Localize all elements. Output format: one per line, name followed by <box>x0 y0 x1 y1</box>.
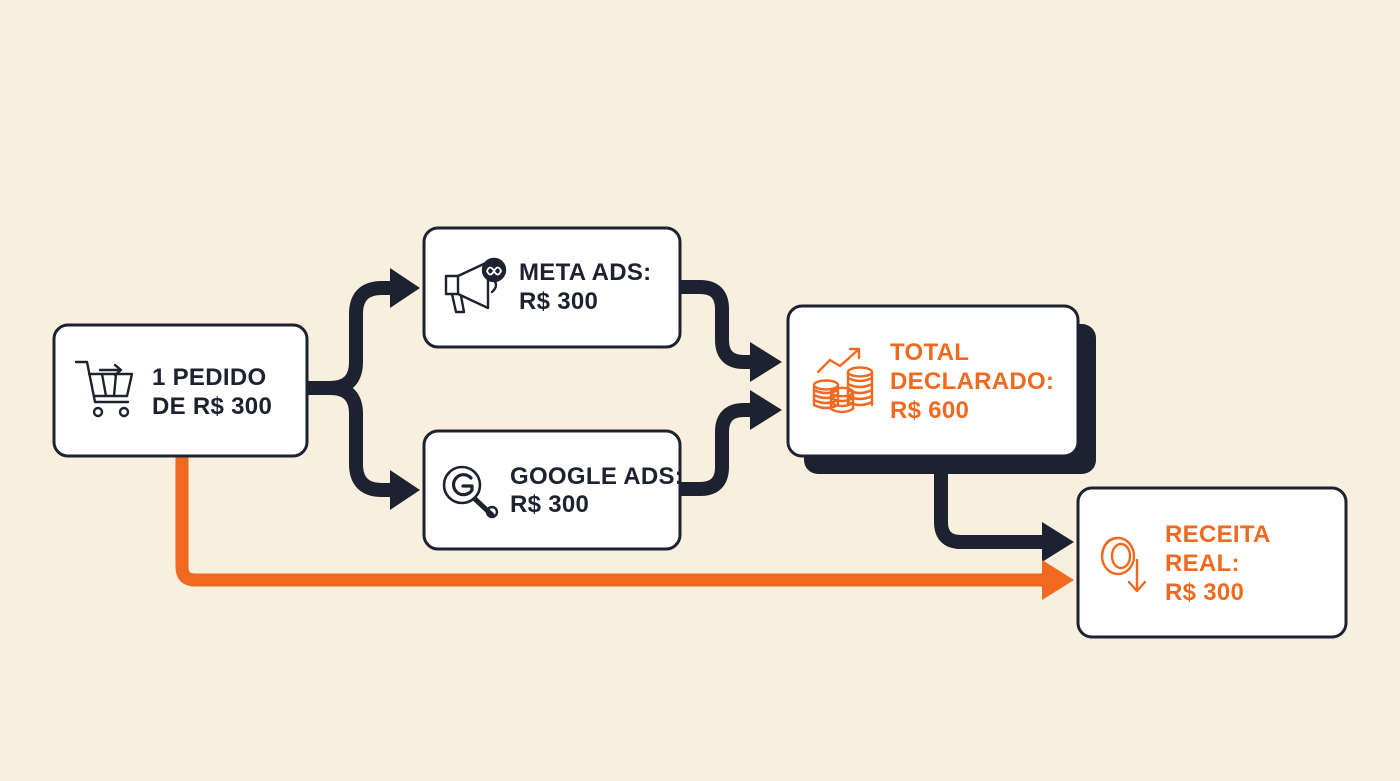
node-real: RECEITA REAL: R$ 300 <box>1076 486 1348 639</box>
node-meta-box <box>422 226 682 349</box>
meta-label-line-1: META ADS: <box>519 259 651 286</box>
coins-trend-icon <box>812 347 874 414</box>
google-search-icon <box>442 465 499 519</box>
connector-order-to-real <box>175 456 1046 587</box>
shopping-cart-icon <box>74 360 134 418</box>
real-label-line-1: RECEITA <box>1165 521 1271 548</box>
node-meta: META ADS: R$ 300 <box>422 226 682 349</box>
order-label-line-2: DE R$ 300 <box>152 393 272 420</box>
connector-total-to-real <box>934 472 1046 549</box>
node-order: 1 PEDIDO DE R$ 300 <box>52 323 309 458</box>
connector-order-to-meta <box>306 281 394 395</box>
total-label-line-1: TOTAL <box>890 339 969 366</box>
node-real-box <box>1076 486 1348 639</box>
node-total: TOTAL DECLARADO: R$ 600 <box>786 304 1096 474</box>
total-label-line-3: R$ 600 <box>890 397 969 424</box>
node-google-box <box>422 429 682 551</box>
google-label-line-1: GOOGLE ADS: <box>510 463 683 490</box>
real-label-line-2: REAL: <box>1165 550 1240 577</box>
arrowhead-meta-to-total <box>750 342 782 382</box>
google-label-line-2: R$ 300 <box>510 491 589 518</box>
connectors <box>175 268 1074 600</box>
arrowhead-total-to-real <box>1042 522 1074 562</box>
connector-meta-to-total <box>680 280 754 369</box>
arrowhead-order-to-real <box>1042 560 1074 600</box>
node-google: GOOGLE ADS: R$ 300 <box>422 429 683 551</box>
meta-label-line-2: R$ 300 <box>519 288 598 315</box>
arrowhead-to-google <box>390 470 420 510</box>
total-label-line-2: DECLARADO: <box>890 368 1054 395</box>
order-label-line-1: 1 PEDIDO <box>152 364 266 391</box>
node-order-box <box>52 323 309 458</box>
arrowhead-google-to-total <box>750 390 782 430</box>
connector-google-to-total <box>680 403 754 496</box>
connector-order-to-google <box>329 381 394 497</box>
real-label-line-3: R$ 300 <box>1165 579 1244 606</box>
node-total-box <box>786 304 1080 458</box>
megaphone-meta-icon <box>444 257 507 314</box>
coin-down-icon <box>1100 536 1147 593</box>
arrowhead-to-meta <box>390 268 420 308</box>
